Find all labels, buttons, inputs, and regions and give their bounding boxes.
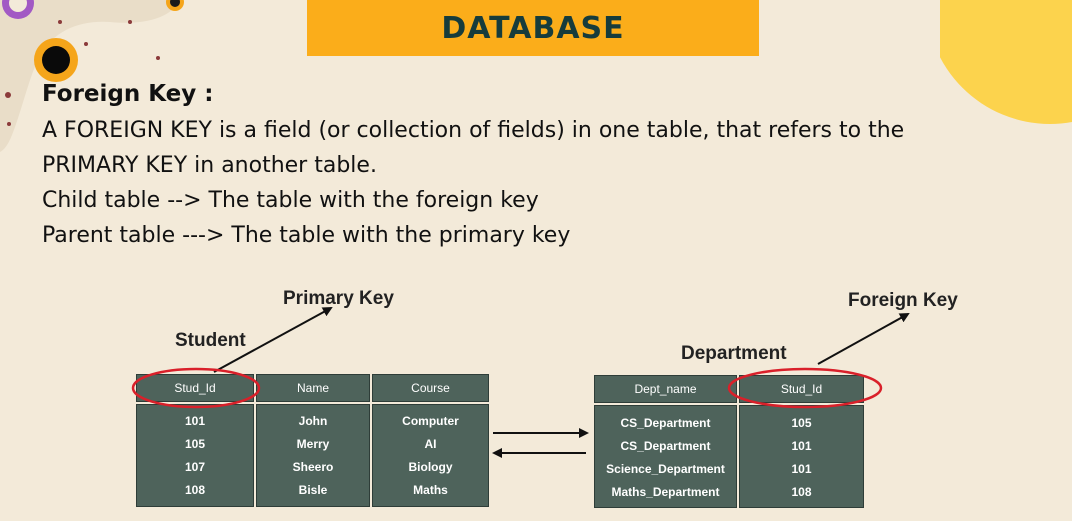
table-cell: Computer: [402, 413, 459, 428]
table-cell: Merry: [296, 436, 330, 451]
table-cell: Maths_Department: [611, 484, 720, 499]
definition-line-2: PRIMARY KEY in another table.: [42, 153, 377, 178]
table-cell: CS_Department: [620, 415, 711, 430]
table-cell: 105: [184, 436, 206, 451]
table-cell: Biology: [408, 459, 453, 474]
table-cell: Sheero: [292, 459, 334, 474]
definition-line-1: A FOREIGN KEY is a field (or collection …: [42, 118, 905, 143]
department-column-dept-name: CS_Department CS_Department Science_Depa…: [594, 405, 737, 508]
student-header-stud-id: Stud_Id: [136, 374, 254, 402]
foreign-key-label: Foreign Key: [848, 290, 958, 311]
corner-circle-decoration: [940, 0, 1072, 124]
primary-key-label: Primary Key: [283, 288, 394, 309]
student-column-stud-id: 101 105 107 108: [136, 404, 254, 507]
department-header-stud-id: Stud_Id: [739, 375, 864, 403]
table-cell: Science_Department: [606, 461, 725, 476]
foreign-key-highlight: [727, 367, 883, 409]
table-cell: Bisle: [298, 482, 328, 497]
table-cell: 105: [791, 415, 812, 430]
table-cell: 101: [791, 438, 812, 453]
table-cell: 107: [184, 459, 206, 474]
department-header-dept-name: Dept_name: [594, 375, 737, 403]
page-title: DATABASE: [441, 10, 625, 46]
table-cell: 101: [184, 413, 206, 428]
table-cell: CS_Department: [620, 438, 711, 453]
section-heading: Foreign Key :: [42, 81, 214, 107]
foreign-key-pointer-arrow: [817, 313, 910, 365]
table-cell: 108: [791, 484, 812, 499]
corner-blob-decoration: [0, 0, 184, 152]
department-table-name: Department: [681, 343, 787, 364]
table-cell: 101: [791, 461, 812, 476]
parent-table-line: Parent table ---> The table with the pri…: [42, 223, 571, 248]
table-cell: 108: [184, 482, 206, 497]
student-table-name: Student: [175, 330, 246, 351]
student-column-course: Computer AI Biology Maths: [372, 404, 489, 507]
student-header-name: Name: [256, 374, 370, 402]
student-column-name: John Merry Sheero Bisle: [256, 404, 370, 507]
child-table-line: Child table --> The table with the forei…: [42, 188, 539, 213]
student-header-course: Course: [372, 374, 489, 402]
primary-key-pointer-arrow: [213, 307, 333, 373]
title-banner: DATABASE: [307, 0, 759, 56]
table-cell: John: [298, 413, 328, 428]
table-cell: AI: [424, 436, 437, 451]
primary-key-highlight: [131, 367, 261, 409]
table-cell: Maths: [413, 482, 448, 497]
department-column-stud-id: 105 101 101 108: [739, 405, 864, 508]
